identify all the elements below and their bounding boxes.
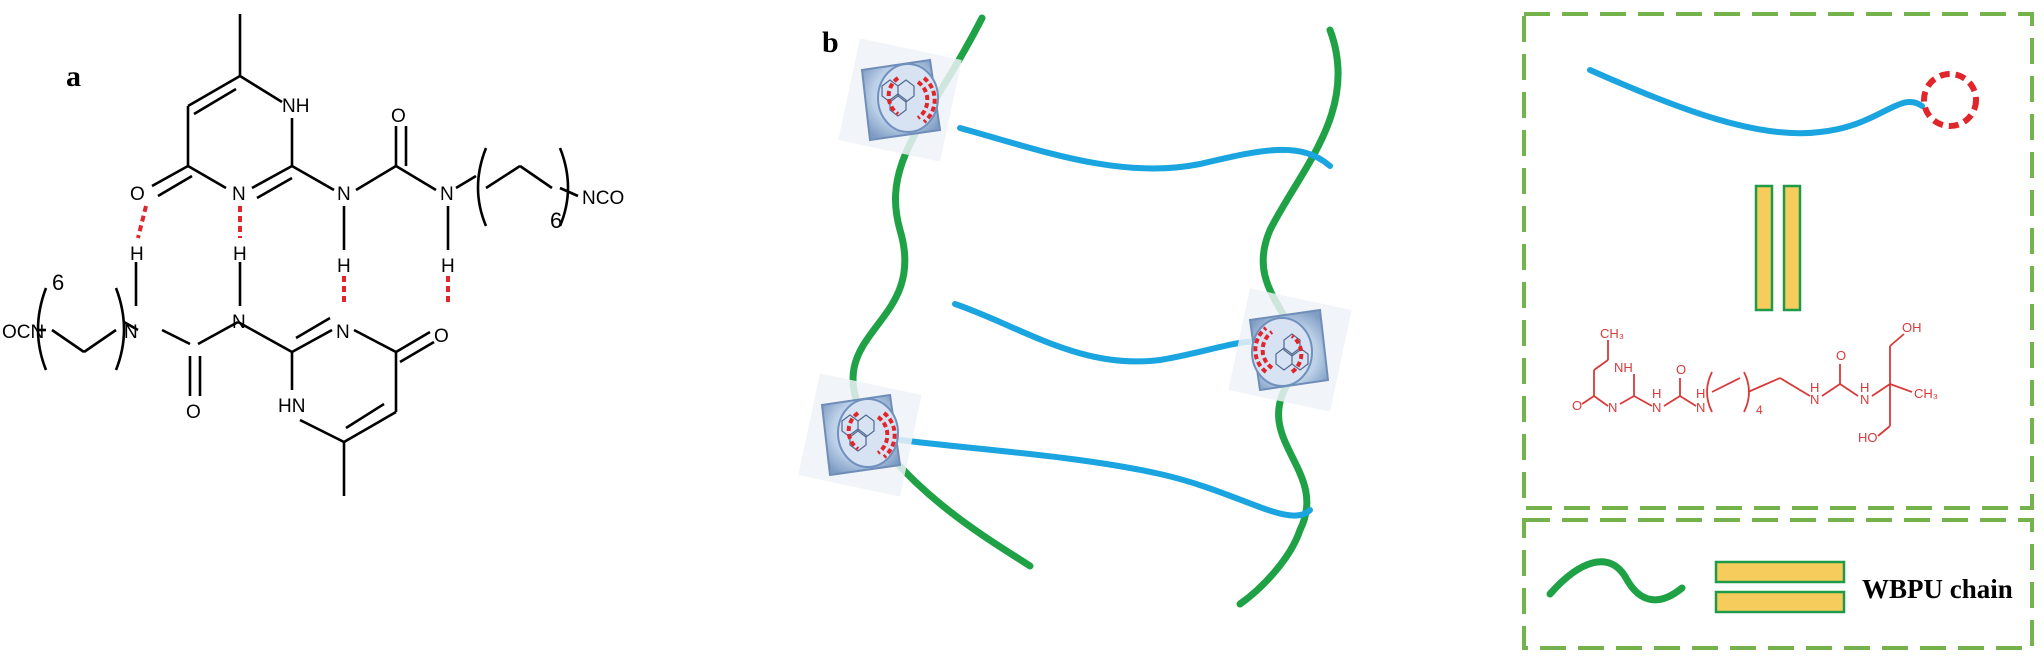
wbpu-chain-label: WBPU chain <box>1862 574 2013 604</box>
upy-n-urea2: N <box>1696 400 1705 415</box>
atom-o-left: O <box>130 184 145 205</box>
upy-ho-bottom: HO <box>1858 430 1878 445</box>
atom-h3: H <box>337 256 351 277</box>
atom-n-left: N <box>124 322 138 343</box>
blue-chain-middle <box>952 301 1283 365</box>
upy-o-left: O <box>1572 398 1582 413</box>
hydrogen-n-bonds <box>134 206 450 306</box>
atom-hn-bottom: HN <box>278 396 305 417</box>
upy-dimer-bonds <box>36 14 579 496</box>
equals-bars-vertical <box>1754 184 1802 312</box>
upy-ch3-top: CH₃ <box>1600 326 1624 341</box>
upy-h-n4: H <box>1860 380 1869 395</box>
hydrogen-bonds <box>136 205 450 306</box>
legend-upy-box <box>1522 12 2034 510</box>
legend-green-chain <box>1546 558 1686 604</box>
upy-capsule-middle-right <box>1226 286 1354 414</box>
atom-n-amide-mid: N <box>337 184 351 205</box>
upy-oh-top: OH <box>1902 320 1922 335</box>
upy-o-urea2: O <box>1836 348 1846 363</box>
upy-h-n1: H <box>1652 386 1661 401</box>
atom-nh-top: NH <box>282 96 309 117</box>
legend-blue-chain <box>1587 67 1925 137</box>
atom-nco-right: NCO <box>582 188 624 209</box>
upy-sub4: 4 <box>1756 403 1763 417</box>
equals-bars-horizontal <box>1714 560 1846 614</box>
legend-panel: CH₃ NH O O N H N H N 4 H N O H N CH₃ OH … <box>1522 12 2034 650</box>
panel-b-label: b <box>822 26 839 59</box>
atom-h2: H <box>233 244 247 265</box>
upy-monomer-structure: CH₃ NH O O N H N H N 4 H N O H N CH₃ OH … <box>1572 320 1938 445</box>
subscript-6-right: 6 <box>550 208 562 233</box>
upy-capsule-top-left <box>836 36 964 164</box>
upy-capsule-bottom-left <box>796 371 924 499</box>
atom-o-bottom-urea: O <box>186 402 201 423</box>
atom-n-ring-bottom: N <box>336 322 350 343</box>
upy-h-n2: H <box>1696 386 1705 401</box>
legend-wbpu-box <box>1522 518 2034 650</box>
upy-n-urea4: N <box>1860 392 1869 407</box>
atom-o-right: O <box>434 326 449 347</box>
upy-o-urea1: O <box>1676 362 1686 377</box>
atom-ocn-left: OCN <box>2 322 44 343</box>
upy-nh-ring: NH <box>1614 360 1633 375</box>
upy-n-urea3: N <box>1810 392 1819 407</box>
panel-b: b <box>796 14 1354 608</box>
atom-o-top-urea: O <box>391 106 406 127</box>
upy-ch3-right: CH₃ <box>1914 386 1938 401</box>
panel-a-label: a <box>66 60 81 93</box>
atom-n-center: N <box>232 312 246 333</box>
atom-n-ring-top: N <box>232 184 246 205</box>
upy-n-urea1: N <box>1652 400 1661 415</box>
atom-h1: H <box>130 244 144 265</box>
upy-h-n3: H <box>1810 380 1819 395</box>
atom-n-amide-right: N <box>440 184 454 205</box>
atom-h4: H <box>441 256 455 277</box>
upy-n-ring: N <box>1608 400 1617 415</box>
blue-chain-bottom <box>897 437 1313 519</box>
blue-chain-top <box>957 125 1333 172</box>
subscript-6-left: 6 <box>52 270 64 295</box>
atom-labels: NH O O N N N NCO 6 H H H H 6 OCN N N N O… <box>2 96 624 423</box>
panel-a: a <box>2 14 624 496</box>
legend-upy-ring-icon <box>1921 71 1979 129</box>
